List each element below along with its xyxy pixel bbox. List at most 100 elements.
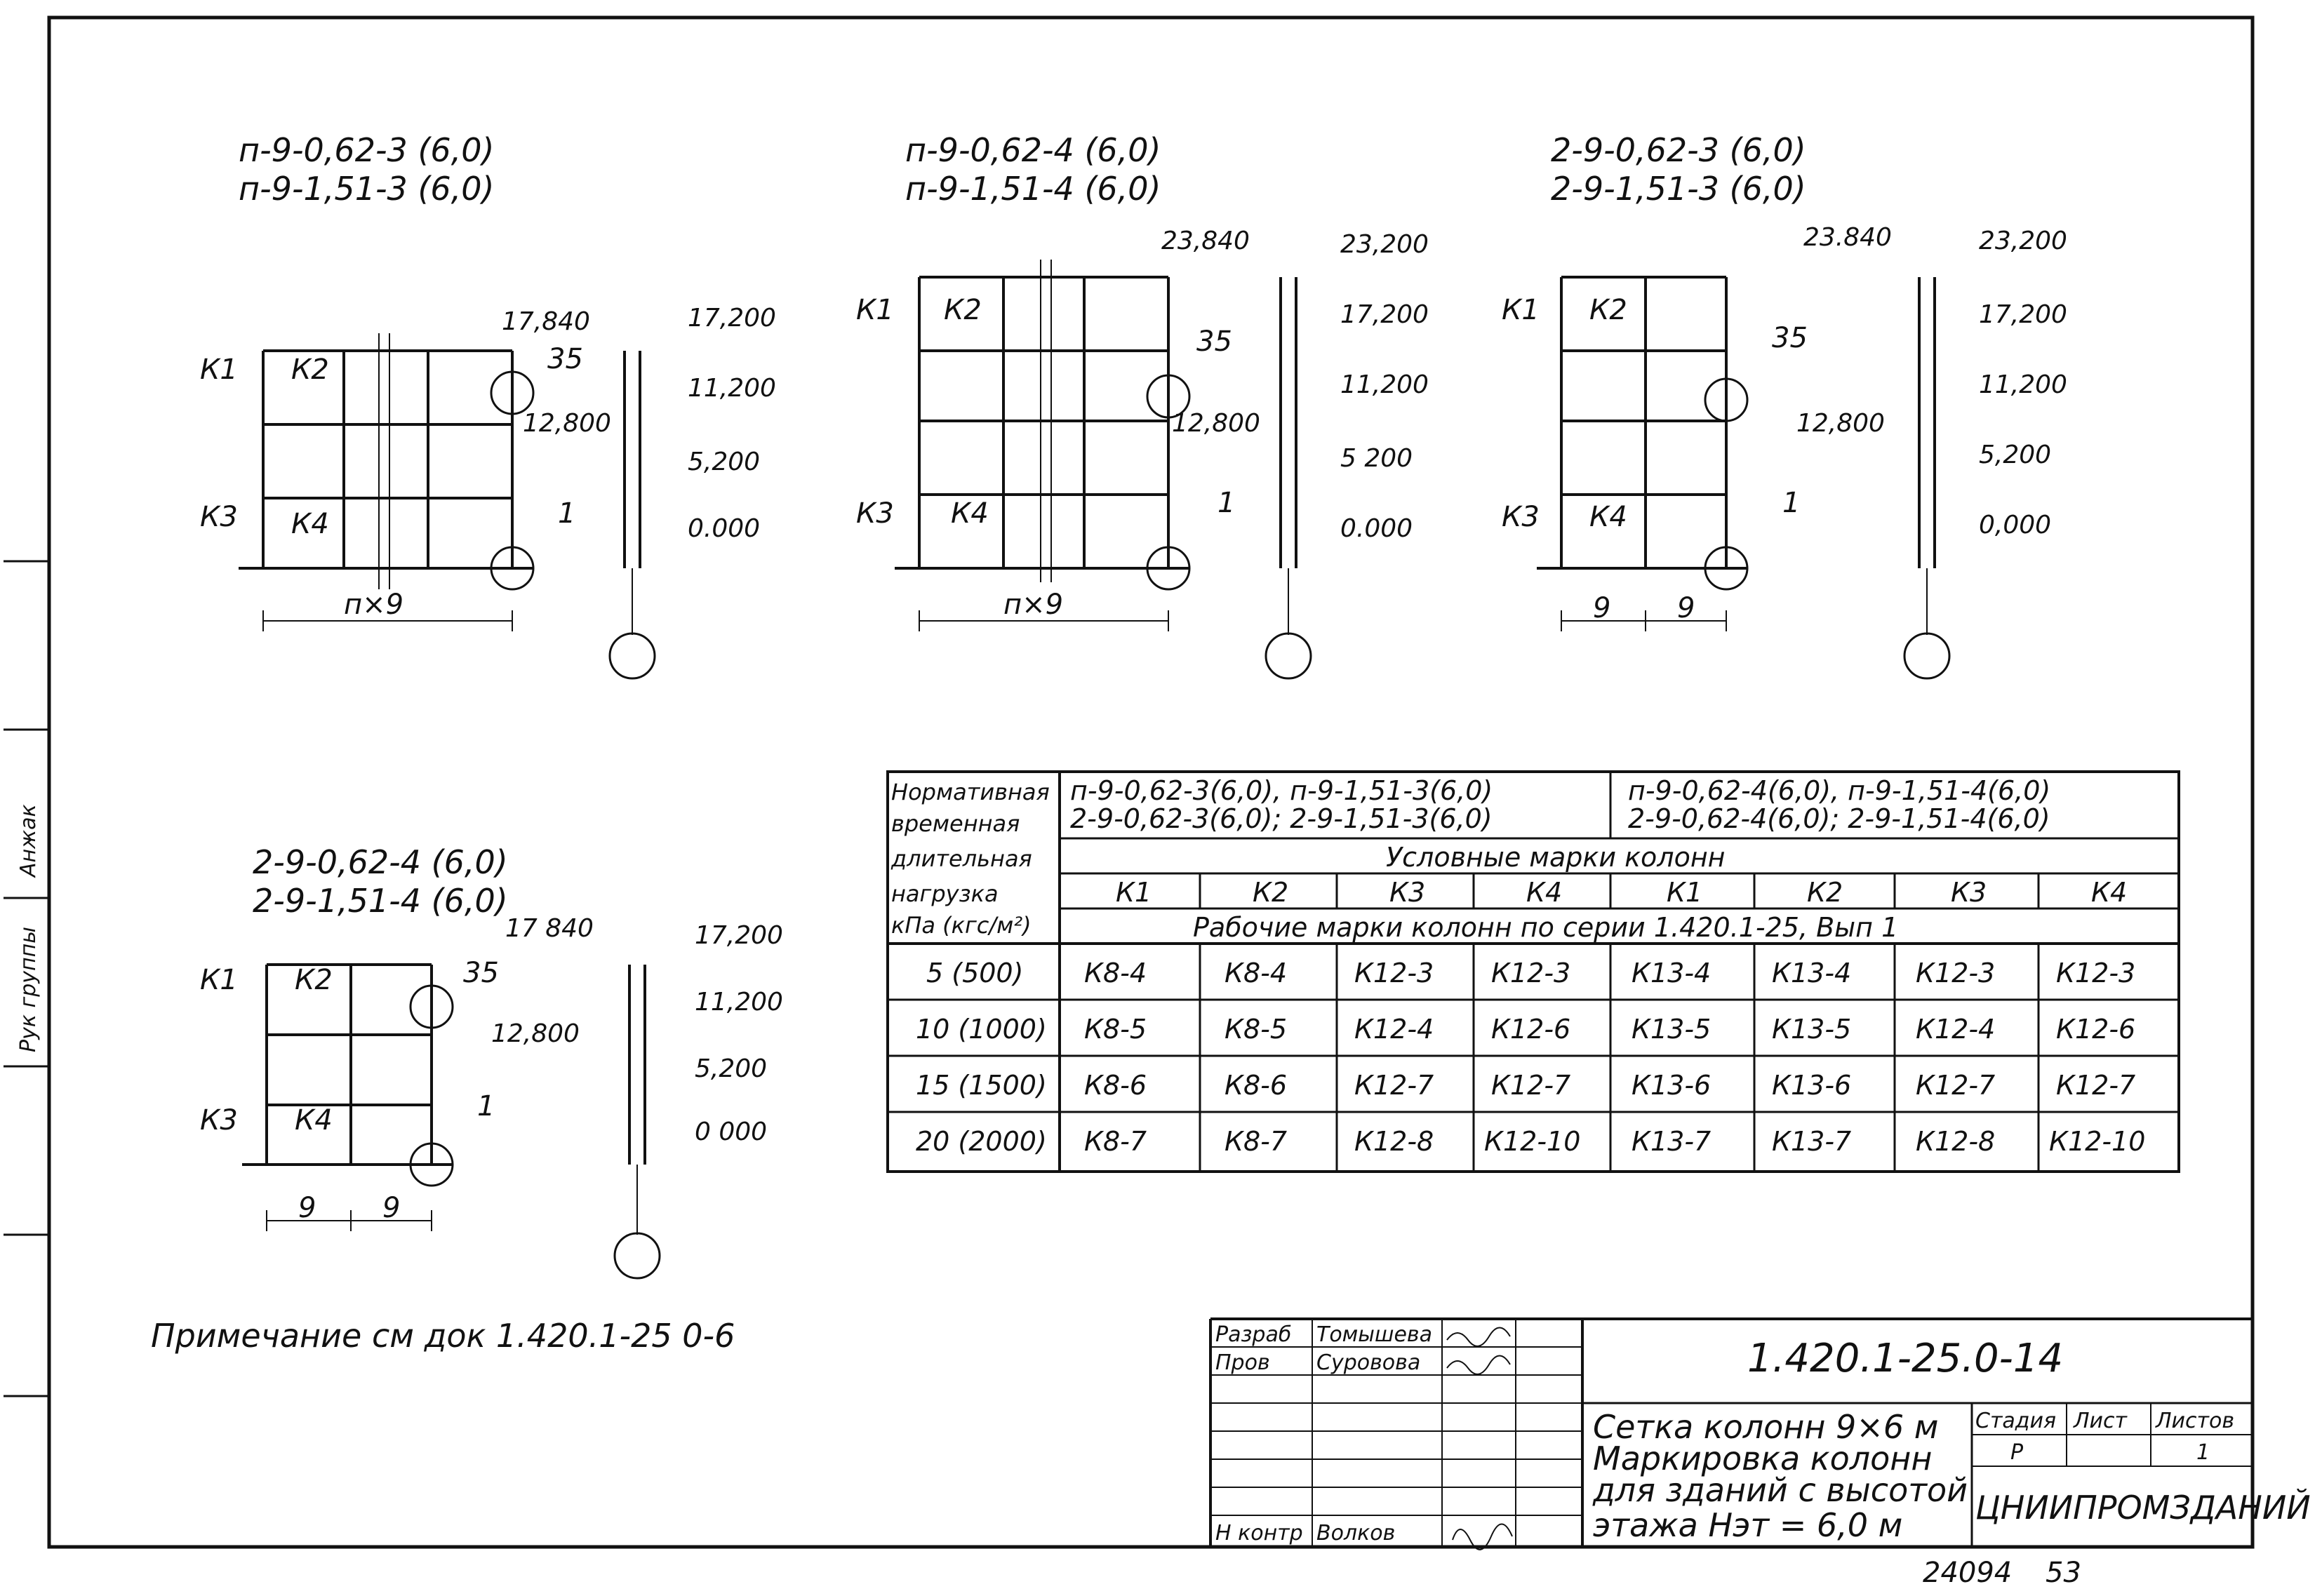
- diagram-1-elev-top: 17,840: [502, 307, 590, 336]
- table-row-3-c7: К12-7: [1916, 1070, 1995, 1101]
- diagram-4-level-2: 11,200: [695, 988, 783, 1017]
- diagram-2-level-5: 0.000: [1340, 514, 1413, 543]
- diagram-3-title-1: 2-9-0,62-3 (6,0): [1551, 131, 1806, 169]
- table-mark-3: К3: [1389, 877, 1425, 908]
- stamp-desc-3: для зданий с высотой: [1592, 1471, 1968, 1509]
- diagram-4-k4: К4: [295, 1104, 333, 1136]
- diagram-1-elev-mid: 12,800: [523, 409, 611, 438]
- diagram-2-k4: К4: [951, 497, 989, 530]
- stamp-sheets-label: Листов: [2155, 1409, 2234, 1433]
- diagram-2-base-circle: [1265, 632, 1312, 680]
- table-mark-5: К1: [1667, 877, 1702, 908]
- diagram-4-level-3: 5,200: [695, 1054, 767, 1083]
- table-load-header-5: кПа (кгс/м²): [891, 912, 1032, 939]
- diagram-3-level-3: 11,200: [1979, 370, 2067, 399]
- diagram-3-node-35: [1704, 377, 1749, 422]
- diagram-4-level-4: 0 000: [695, 1118, 767, 1146]
- sidebar-text-2: Анжак: [16, 804, 41, 878]
- sheet-frame: [47, 15, 2255, 1549]
- diagram-3-level-2: 17,200: [1979, 300, 2067, 329]
- diagram-4-node-35: [409, 984, 454, 1029]
- table-load-header-2: временная: [891, 810, 1020, 837]
- table-row-3-c4: К12-7: [1491, 1070, 1570, 1101]
- table-load-header-3: длительная: [890, 845, 1032, 872]
- table-row-4-c1: К8-7: [1084, 1126, 1147, 1157]
- table-mark-1: К1: [1116, 877, 1152, 908]
- table-row-2-c2: К8-5: [1225, 1014, 1287, 1045]
- diagram-2-title-1: п-9-0,62-4 (6,0): [905, 131, 1161, 169]
- diagram-3-level-1: 23,200: [1979, 227, 2067, 255]
- diagram-3-node-1: [1704, 546, 1749, 591]
- diagram-2-node-35: [1146, 374, 1191, 419]
- diagram-4-title-1: 2-9-0,62-4 (6,0): [253, 843, 508, 881]
- table-row-4-c6: К13-7: [1772, 1126, 1851, 1157]
- stamp-name-3: Волков: [1316, 1521, 1395, 1545]
- table-row-3-c1: К8-6: [1084, 1070, 1147, 1101]
- table-row-3-c8: К12-7: [2056, 1070, 2135, 1101]
- footer-left: 24094: [1923, 1557, 2012, 1589]
- stamp-desc-1: Сетка колонн 9×6 м: [1593, 1408, 1938, 1446]
- table-row-4-c8: К12-10: [2049, 1126, 2145, 1157]
- diagram-3-level-5: 0,000: [1979, 511, 2051, 539]
- diagram-1-k4: К4: [291, 508, 329, 540]
- diagram-1-k3: К3: [200, 501, 238, 533]
- stamp-org: ЦНИИПРОМЗДАНИЙ: [1975, 1489, 2311, 1527]
- table-row-2-load: 10 (1000): [916, 1014, 1047, 1045]
- table-row-1-c5: К13-4: [1632, 958, 1711, 988]
- table-load-header-1: Нормативная: [891, 779, 1050, 805]
- diagram-1-node-35: [490, 370, 535, 415]
- stamp-sheets: 1: [2196, 1440, 2210, 1465]
- stamp-role-3: Н контр: [1215, 1521, 1303, 1545]
- diagram-3-dim-2: 9: [1677, 592, 1695, 624]
- diagram-3-dim-1: 9: [1593, 592, 1610, 624]
- diagram-3-base-circle: [1903, 632, 1951, 680]
- table-group2-line1: п-9-0,62-4(6,0), п-9-1,51-4(6,0): [1628, 775, 2050, 806]
- diagram-1-node-a-label: 35: [547, 343, 583, 375]
- diagram-3: 2-9-0,62-3 (6,0) 2-9-1,51-3 (6,0) К1 К2 …: [1502, 131, 2067, 680]
- table-group1-line1: п-9-0,62-3(6,0), п-9-1,51-3(6,0): [1070, 775, 1493, 806]
- diagram-1-level-1: 17,200: [688, 304, 776, 333]
- stamp-stage: Р: [2010, 1440, 2024, 1465]
- sidebar-text-1: Рук группы: [16, 927, 41, 1052]
- signature-1: [1446, 1327, 1511, 1347]
- table-row-2-c1: К8-5: [1084, 1014, 1147, 1045]
- diagram-4-k1: К1: [200, 964, 238, 996]
- diagram-4-base-circle: [613, 1232, 661, 1280]
- table-row-1-c8: К12-3: [2056, 958, 2135, 988]
- table-row-3-c3: К12-7: [1354, 1070, 1434, 1101]
- stamp-name-2: Суровова: [1316, 1350, 1420, 1375]
- diagram-2-k3: К3: [856, 497, 894, 530]
- diagram-2-elev-mid: 12,800: [1172, 409, 1260, 438]
- diagram-2-k1: К1: [856, 294, 894, 326]
- table-row-1-load: 5 (500): [926, 958, 1023, 988]
- table-row-4-c5: К13-7: [1632, 1126, 1711, 1157]
- diagram-3-level-4: 5,200: [1979, 441, 2051, 469]
- table-row-1-c2: К8-4: [1225, 958, 1287, 988]
- table-row-3-c5: К13-6: [1632, 1070, 1711, 1101]
- diagram-4-dim-1: 9: [298, 1192, 316, 1224]
- table-row-4-load: 20 (2000): [916, 1126, 1047, 1157]
- table-group2-line2: 2-9-0,62-4(6,0); 2-9-1,51-4(6,0): [1628, 803, 2050, 834]
- diagram-2-dim: п×9: [1003, 589, 1063, 621]
- diagram-1-base-circle: [608, 632, 656, 680]
- diagram-4-elev-mid: 12,800: [491, 1019, 580, 1048]
- table-row-1-c1: К8-4: [1084, 958, 1147, 988]
- table-row-1-c7: К12-3: [1916, 958, 1995, 988]
- diagram-2-node-a-label: 35: [1196, 326, 1232, 358]
- diagram-4-title-2: 2-9-1,51-4 (6,0): [253, 882, 508, 920]
- table-row-2-c3: К12-4: [1354, 1014, 1434, 1045]
- stamp-role-2: Пров: [1215, 1350, 1270, 1375]
- diagram-1-node-1: [490, 546, 535, 591]
- table-mark-7: К3: [1951, 877, 1987, 908]
- diagram-1-title-2: п-9-1,51-3 (6,0): [239, 170, 495, 208]
- diagram-2-elev-top: 23,840: [1161, 227, 1250, 255]
- diagram-4-node-b-label: 1: [477, 1090, 495, 1122]
- table-row-2-c6: К13-5: [1772, 1014, 1851, 1045]
- table-working-marks: Рабочие марки колонн по серии 1.420.1-25…: [1193, 912, 1898, 943]
- table-row-2-c4: К12-6: [1491, 1014, 1570, 1045]
- diagram-2-node-1: [1146, 546, 1191, 591]
- stamp-role-1: Разраб: [1215, 1322, 1291, 1347]
- table-row-4-c3: К12-8: [1354, 1126, 1434, 1157]
- signature-2: [1446, 1355, 1511, 1375]
